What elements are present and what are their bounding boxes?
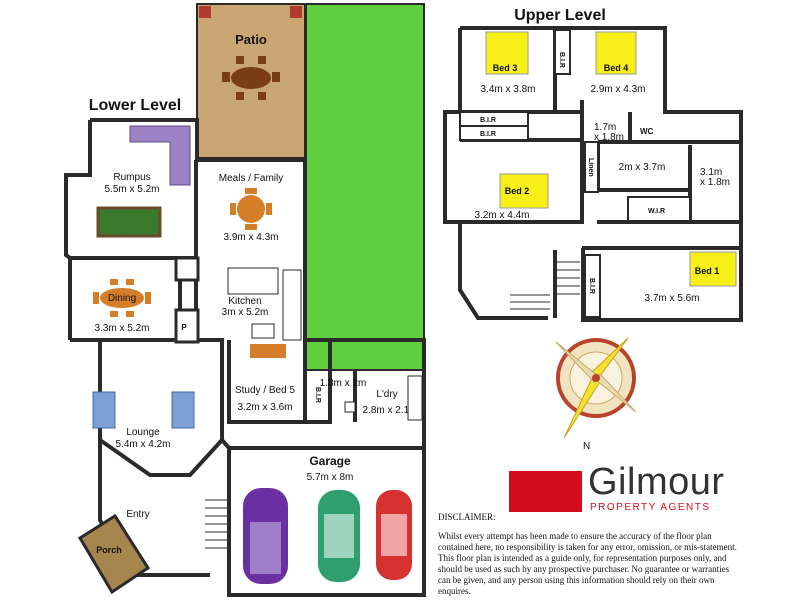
lounge-label: Lounge bbox=[126, 427, 160, 438]
wc-label: WC bbox=[640, 127, 654, 136]
rumpus-size: 5.5m x 5.2m bbox=[104, 184, 159, 195]
study-bir-label: B.I.R bbox=[314, 387, 321, 403]
pantry-box bbox=[174, 308, 200, 344]
study-desk-icon bbox=[250, 344, 286, 358]
linen-box bbox=[584, 141, 599, 193]
bed1-label: Bed 1 bbox=[695, 266, 720, 276]
disclaimer-body: Whilst every attempt has been made to en… bbox=[438, 531, 737, 596]
lower-bath-size: 1.8m x 2m bbox=[320, 378, 367, 389]
lounge-armchair-icon bbox=[171, 391, 195, 429]
lounge-armchair-icon bbox=[92, 391, 116, 429]
bed4-bed-icon bbox=[595, 31, 637, 75]
planter-icon bbox=[199, 6, 211, 18]
bir-bed3-label: B.I.R bbox=[480, 117, 496, 124]
laundry-bench-icon bbox=[407, 375, 423, 421]
purple-car-icon bbox=[243, 488, 288, 584]
bir-bed4-box bbox=[554, 29, 571, 75]
bed3-size: 3.4m x 3.8m bbox=[480, 84, 535, 95]
rumpus-label: Rumpus bbox=[113, 172, 150, 183]
shower-icon bbox=[344, 401, 356, 413]
kitchen-bench-icon bbox=[282, 269, 302, 341]
red-car-icon bbox=[376, 490, 412, 580]
compass-icon bbox=[555, 337, 637, 439]
bir-bed2-box bbox=[459, 125, 529, 141]
patio-label: Patio bbox=[235, 32, 267, 47]
bed3-bed-icon bbox=[485, 31, 529, 75]
lower-level-heading: Lower Level bbox=[89, 97, 181, 114]
disclaimer-heading: DISCLAIMER: bbox=[438, 512, 496, 522]
disclaimer: DISCLAIMER: Whilst every attempt has bee… bbox=[438, 512, 738, 597]
bed1-size: 3.7m x 5.6m bbox=[644, 293, 699, 304]
bir-bed4-label: B.I.R bbox=[558, 52, 565, 68]
bed3-label: Bed 3 bbox=[493, 63, 518, 73]
wir-label: W.I.R bbox=[648, 208, 665, 215]
cooktop-icon bbox=[251, 323, 275, 339]
laundry-label: L'dry bbox=[376, 389, 397, 400]
kitchen-label: Kitchen bbox=[228, 296, 261, 307]
bed2-size: 3.2m x 4.4m bbox=[474, 210, 529, 221]
bed4-size: 2.9m x 4.3m bbox=[590, 84, 645, 95]
brand-tagline: PROPERTY AGENTS bbox=[590, 502, 711, 513]
rumpus-sofa-icon bbox=[129, 125, 191, 186]
kitchen-island-icon bbox=[227, 267, 279, 295]
dining-label: Dining bbox=[108, 293, 136, 304]
laundry-size: 2.8m x 2.1m bbox=[362, 405, 417, 416]
green-car-icon bbox=[318, 490, 360, 582]
bir-bed1-box bbox=[584, 254, 601, 318]
upper-bath1-size-line2: x 1.8m bbox=[594, 132, 624, 143]
linen-label: Linen bbox=[587, 158, 594, 177]
entry-label: Entry bbox=[126, 509, 149, 520]
meals-label: Meals / Family bbox=[219, 173, 283, 184]
kitchen-nook bbox=[174, 256, 200, 282]
meals-size: 3.9m x 4.3m bbox=[223, 232, 278, 243]
planter-icon bbox=[290, 6, 302, 18]
study-size: 3.2m x 3.6m bbox=[237, 402, 292, 413]
dining-size: 3.3m x 5.2m bbox=[94, 323, 149, 334]
garage-label: Garage bbox=[309, 454, 351, 468]
ensuite-size-line2: x 1.8m bbox=[700, 177, 730, 188]
study-label: Study / Bed 5 bbox=[235, 385, 295, 396]
pantry-label: P bbox=[181, 323, 187, 332]
patio-table-icon bbox=[222, 56, 280, 100]
lounge-size: 5.4m x 4.2m bbox=[115, 439, 170, 450]
upper-level-heading: Upper Level bbox=[514, 7, 606, 24]
garden-lawn bbox=[305, 3, 425, 371]
brand-logo: Gilmour PROPERTY AGENTS bbox=[588, 462, 725, 513]
porch-label: Porch bbox=[96, 545, 122, 555]
lower-stairs bbox=[205, 499, 228, 549]
bed2-bed-icon bbox=[499, 173, 549, 209]
wir-box bbox=[627, 196, 691, 222]
brand-name: Gilmour bbox=[588, 461, 725, 503]
meals-table-icon bbox=[230, 188, 272, 230]
bed1-bed-icon bbox=[689, 251, 737, 287]
bed4-label: Bed 4 bbox=[604, 63, 629, 73]
pool-table-icon bbox=[96, 206, 162, 238]
porch-area bbox=[77, 513, 151, 595]
garage-size: 5.7m x 8m bbox=[307, 472, 354, 483]
upper-bath1-size-line1: 1.7m bbox=[594, 122, 616, 133]
brand-logo-mark bbox=[509, 471, 582, 512]
ensuite-size-line1: 3.1m bbox=[700, 167, 722, 178]
kitchen-size: 3m x 5.2m bbox=[222, 307, 269, 318]
dining-table-icon bbox=[93, 279, 151, 317]
bir-bed1-label: B.I.R bbox=[588, 278, 595, 294]
upper-bath2-size: 2m x 3.7m bbox=[619, 162, 666, 173]
upper-stairs bbox=[510, 261, 580, 310]
bir-bed2-label: B.I.R bbox=[480, 131, 496, 138]
bed2-label: Bed 2 bbox=[505, 186, 530, 196]
compass-north-label: N bbox=[583, 441, 590, 452]
